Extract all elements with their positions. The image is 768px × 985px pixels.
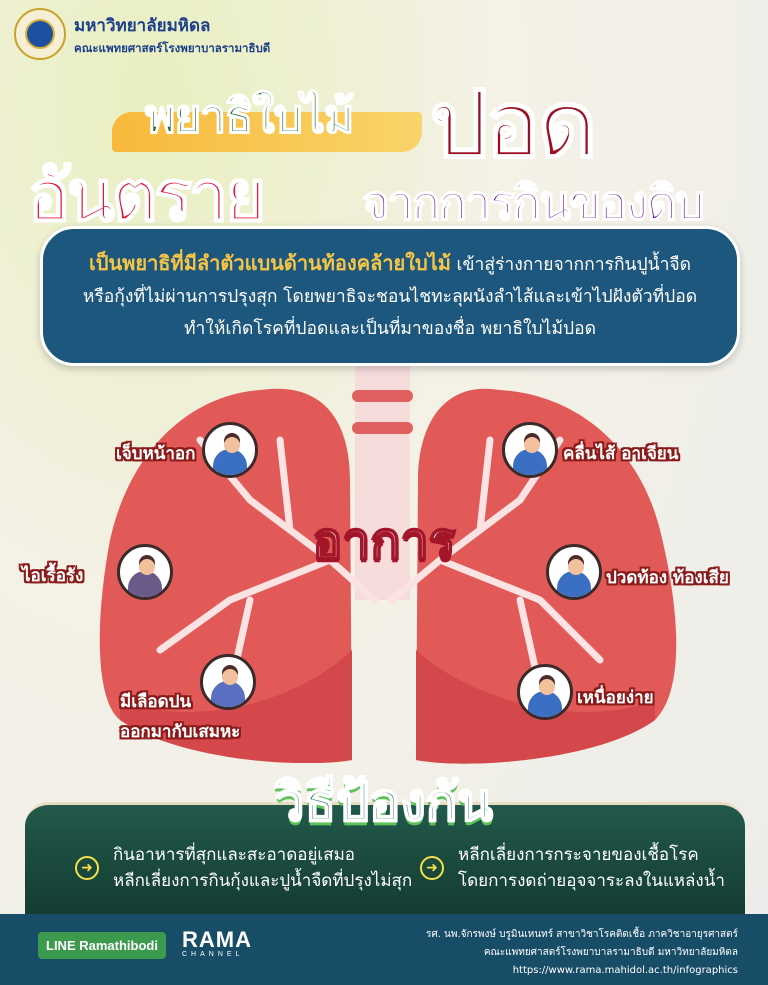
cough-icon [117,544,173,600]
prevention-panel [25,802,745,914]
stomach-ache-icon [546,544,602,600]
symptom-nausea: คลื่นไส้ อาเจียน [563,444,679,464]
title-part1: พยาธิใบไม้ [144,88,355,144]
intro-line2: หรือกุ้งที่ไม่ผ่านการปรุงสุก โดยพยาธิจะช… [82,287,698,307]
symptom-bloody-sputum-1: มีเลือดปน [120,692,192,712]
rama-text: RAMA [182,927,252,952]
university-name: มหาวิทยาลัยมหิดล [74,16,211,36]
arrow-right-icon: ➜ [420,856,444,880]
prevention-item-right: ➜ หลีกเลี่ยงการกระจายของเชื้อโรคโดยการงด… [420,842,725,894]
intro-line3: ทำให้เกิดโรคที่ปอดและเป็นที่มาของชื่อ พย… [183,319,596,339]
symptoms-heading: อาการ [311,511,456,571]
intro-line1: เข้าสู่ร่างกายจากการกินปูน้ำจืด [450,255,692,275]
intro-box: เป็นพยาธิที่มีลำตัวแบนด้านท้องคล้ายใบไม้… [40,226,740,366]
symptom-fatigue: เหนื่อยง่าย [577,688,654,708]
prevention-item-left: ➜ กินอาหารที่สุกและสะอาดอยู่เสมอหลีกเลี่… [75,842,412,894]
title-part2: ปอด [429,70,598,179]
prevention-text: หลีกเลี่ยงการกินกุ้งและปูน้ำจืดที่ปรุงไม… [113,871,413,891]
channel-text: CHANNEL [182,951,244,958]
faculty-name: คณะแพทยศาสตร์โรงพยาบาลรามาธิบดี [74,41,271,55]
intro-highlight: เป็นพยาธิที่มีลำตัวแบนด้านท้องคล้ายใบไม้ [88,251,451,275]
credits: รศ. นพ.จักรพงษ์ บรูมินเหนทร์ สาขาวิชาโรค… [426,926,738,980]
title-part3: อันตราย [27,154,267,238]
prevention-text: กินอาหารที่สุกและสะอาดอยู่เสมอ [113,845,356,865]
line-ramathibodi-badge[interactable]: LINE Ramathibodi [38,932,166,959]
prevention-heading: วิธีป้องกัน [274,772,494,834]
credit-url[interactable]: https://www.rama.mahidol.ac.th/infograph… [512,965,738,976]
symptom-chest-pain: เจ็บหน้าอก [116,444,196,464]
mahidol-logo [14,8,66,60]
prevention-text: หลีกเลี่ยงการกระจายของเชื้อโรค [458,845,699,865]
nausea-icon [502,422,558,478]
symptom-cough: ไอเรื้อรัง [22,566,84,586]
fatigue-icon [517,664,573,720]
title-part4: จากการกินของดิบ [361,175,705,232]
left-lung [99,388,352,764]
arrow-right-icon: ➜ [75,856,99,880]
credit-author: รศ. นพ.จักรพงษ์ บรูมินเหนทร์ สาขาวิชาโรค… [425,929,738,940]
prevention-text: โดยการงดถ่ายอุจจาระลงในแหล่งน้ำ [458,871,725,891]
chest-pain-icon [202,422,258,478]
bloody-sputum-icon [200,654,256,710]
symptom-stomach-ache: ปวดท้อง ท้องเสีย [606,568,729,588]
title-highlight [112,112,422,152]
symptom-bloody-sputum-2: ออกมากับเสมหะ [120,722,241,742]
credit-faculty: คณะแพทยศาสตร์โรงพยาบาลรามาธิบดี มหาวิทยา… [483,947,738,958]
